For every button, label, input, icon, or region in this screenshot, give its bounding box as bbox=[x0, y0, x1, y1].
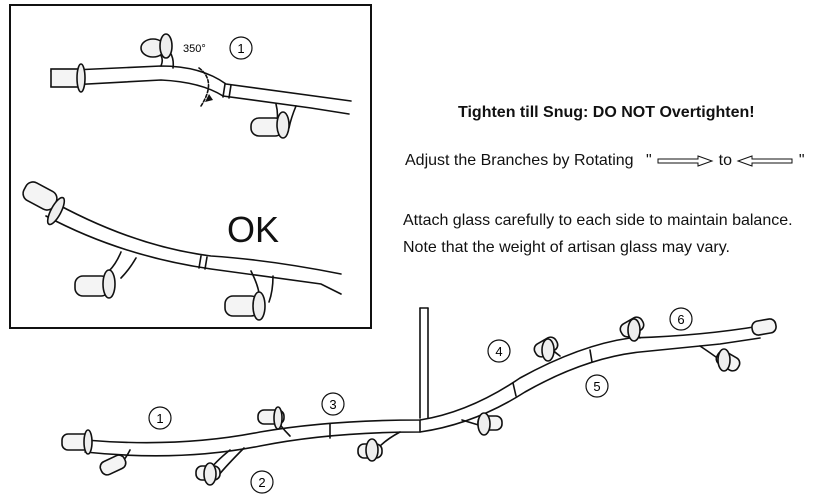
branch4-socket bbox=[533, 336, 559, 358]
branch-number-3: 3 bbox=[329, 397, 336, 412]
branch2-socket bbox=[195, 465, 221, 481]
bottom-arm-lower-edge bbox=[45, 215, 342, 295]
tighten-heading: Tighten till Snug: DO NOT Overtighten! bbox=[458, 104, 755, 121]
branch-number-1: 1 bbox=[156, 411, 163, 426]
top-arm-lower-edge bbox=[50, 79, 350, 115]
branch5-socket bbox=[715, 350, 741, 372]
inset-step-circle bbox=[229, 36, 253, 60]
branch6-end-socket bbox=[751, 318, 777, 336]
inset-box: 1 350° OK bbox=[9, 4, 372, 329]
arrow-right-icon bbox=[657, 155, 714, 167]
branch1-socket bbox=[61, 433, 91, 451]
arrow-left-icon bbox=[736, 155, 793, 167]
branch-number-5: 5 bbox=[593, 379, 600, 394]
rotation-label: 350° bbox=[183, 43, 206, 55]
attach-glass-line: Attach glass carefully to each side to m… bbox=[403, 212, 793, 229]
branch-number-labels: 1 2 3 4 5 6 bbox=[148, 307, 693, 494]
branch-number-4: 4 bbox=[495, 344, 502, 359]
rotation-arrow-icon bbox=[205, 94, 213, 102]
adjust-quote-close: " bbox=[798, 152, 805, 169]
branch3-socket bbox=[257, 409, 285, 425]
top-left-flange bbox=[76, 63, 86, 93]
bottom-arm-upper-edge bbox=[45, 197, 342, 275]
branch6-socket bbox=[619, 316, 645, 338]
ok-label: OK bbox=[227, 209, 280, 250]
adjust-to: to bbox=[718, 152, 732, 169]
main-arm-lower-edge bbox=[84, 337, 761, 457]
inset-drawing: 1 350° bbox=[22, 33, 352, 321]
inset-step-number: 1 bbox=[237, 41, 244, 56]
glass-weight-note: Note that the weight of artisan glass ma… bbox=[403, 239, 730, 256]
main-arm-upper-edge bbox=[84, 325, 761, 444]
branch-number-2: 2 bbox=[258, 475, 265, 490]
adjust-instruction: Adjust the Branches by Rotating " to " bbox=[405, 152, 805, 170]
branch-number-6: 6 bbox=[677, 312, 684, 327]
adjust-quote-open: " bbox=[646, 152, 652, 169]
adjust-prefix: Adjust the Branches by Rotating bbox=[405, 152, 634, 169]
rotation-arc bbox=[198, 67, 210, 107]
